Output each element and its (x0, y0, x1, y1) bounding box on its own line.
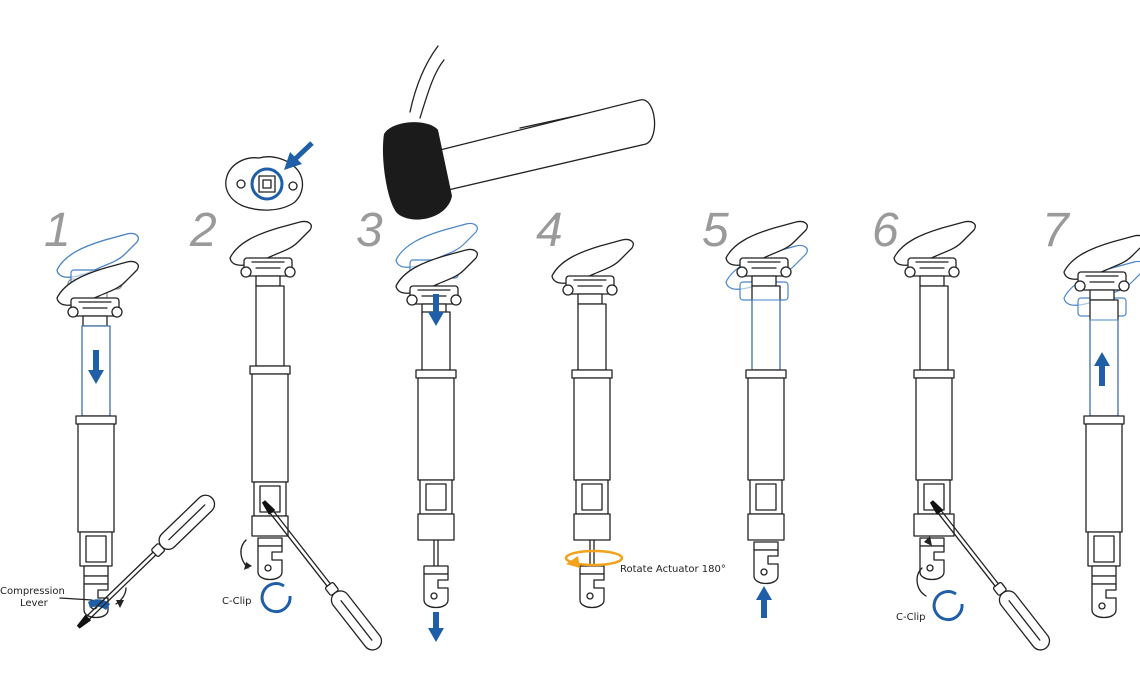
seatpost-step-2: C-Clip (222, 220, 386, 655)
arrow-down-icon (428, 294, 444, 326)
seatpost-step-4: Rotate Actuator 180° (551, 238, 726, 609)
step-number-1: 1 (44, 204, 71, 257)
seatpost-step-6: C-Clip (893, 220, 1054, 655)
step-number-7: 7 (1042, 204, 1071, 257)
c-clip-label-step-2: C-Clip (222, 596, 251, 607)
c-clip-label-step-6: C-Clip (896, 612, 925, 623)
c-clip-icon (260, 582, 292, 614)
step-number-5: 5 (702, 204, 729, 257)
rotate-actuator-label: Rotate Actuator 180° (620, 564, 726, 575)
compression-lever-label-2: Lever (20, 598, 49, 609)
arrow-up-icon (756, 586, 772, 618)
step-number-4: 4 (536, 204, 563, 257)
actuator-top-view (225, 156, 304, 211)
compression-lever-label: Compression (0, 586, 65, 597)
rotate-arrow-icon (564, 549, 624, 568)
arrow-down-icon (284, 141, 314, 170)
step-number-3: 3 (356, 204, 383, 257)
seatpost-step-3 (395, 222, 478, 642)
hammer-icon (382, 45, 656, 220)
seatpost-step-5 (725, 220, 808, 618)
c-clip-icon (932, 590, 964, 622)
seatpost-step-1: Compression Lever (0, 232, 219, 635)
arrow-up-icon (1094, 352, 1110, 386)
step-number-6: 6 (872, 204, 899, 257)
seatpost-step-7 (1063, 234, 1140, 619)
arrow-down-icon (88, 350, 104, 384)
step-number-2: 2 (189, 204, 217, 257)
arrow-down-icon (428, 612, 444, 642)
